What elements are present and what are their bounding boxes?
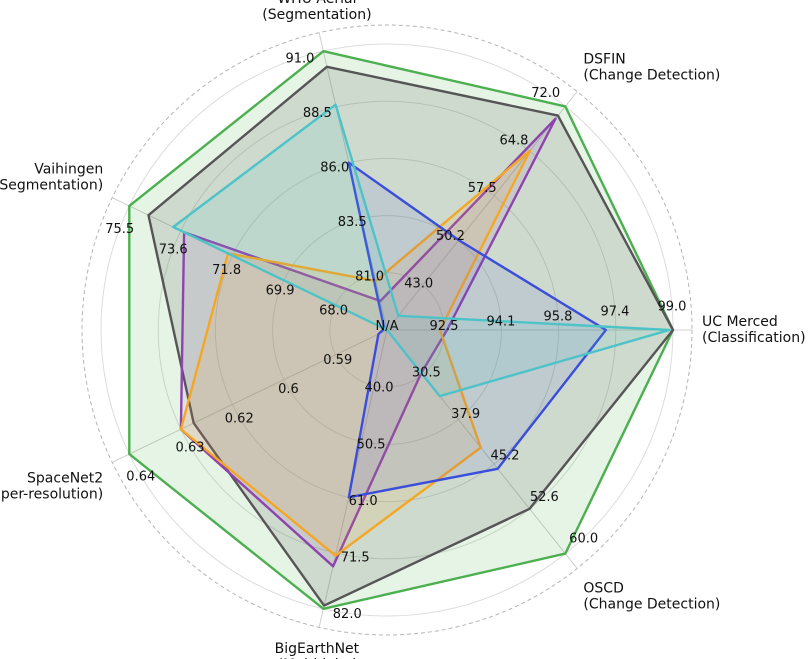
tick-label: 45.2 <box>491 449 520 464</box>
axis-label-line: Vaihingen <box>34 161 103 177</box>
series-polygon <box>347 161 608 499</box>
axis-label: WHU Aerial(Segmentation) <box>262 0 371 23</box>
axis-label-line: (Super-resolution) <box>0 487 103 503</box>
axis-label-line: (Classification) <box>702 330 806 346</box>
axis-label-line: OSCD <box>583 580 623 596</box>
tick-label: 95.8 <box>544 309 573 324</box>
tick-label: 86.0 <box>320 161 349 176</box>
tick-label: 0.59 <box>323 353 352 368</box>
tick-label: 0.6 <box>278 382 299 397</box>
center-label: N/A <box>376 319 399 334</box>
tick-label: 43.0 <box>404 276 433 291</box>
tick-label: 68.0 <box>319 304 348 319</box>
axis-spoke <box>386 91 578 331</box>
tick-label: 88.5 <box>303 106 332 121</box>
tick-label: 40.0 <box>365 381 394 396</box>
series-polygon <box>147 65 675 607</box>
series-polygon <box>179 117 557 568</box>
tick-label: 64.8 <box>499 134 528 149</box>
tick-label: 50.2 <box>436 229 465 244</box>
tick-label: 73.6 <box>159 243 188 258</box>
series-polygon <box>171 103 671 398</box>
tick-label: 71.8 <box>212 263 241 278</box>
tick-label: 81.0 <box>355 270 384 285</box>
axis-label-line: UC Merced <box>702 314 778 330</box>
tick-label: 92.5 <box>430 319 459 334</box>
tick-label: 0.64 <box>126 470 155 485</box>
tick-label: 71.5 <box>341 551 370 566</box>
axis-label: BigEarthNet(Multi-labelCalssification) <box>268 641 366 659</box>
axis-label-line: (Segmentation) <box>262 7 371 23</box>
axis-label-line: (Change Detection) <box>583 68 720 84</box>
tick-label: 60.0 <box>569 532 598 547</box>
axis-label-line: (Multi-label <box>278 657 357 659</box>
tick-label: 83.5 <box>338 215 367 230</box>
tick-label: 52.6 <box>530 490 559 505</box>
tick-label: 37.9 <box>451 407 480 422</box>
tick-label: 0.62 <box>225 411 254 426</box>
tick-label: 94.1 <box>487 314 516 329</box>
tick-label: 0.63 <box>176 440 205 455</box>
tick-label: 99.0 <box>657 300 686 315</box>
tick-label: 57.5 <box>468 181 497 196</box>
axis-label-line: SpaceNet2 <box>27 471 103 487</box>
axis-label-line: BigEarthNet <box>275 641 360 657</box>
radar-series <box>128 50 675 610</box>
tick-label: 69.9 <box>266 283 295 298</box>
axis-label-line: DSFIN <box>583 52 625 68</box>
axis-label: DSFIN(Change Detection) <box>583 52 720 84</box>
tick-label: 91.0 <box>285 52 314 67</box>
axis-spoke <box>111 329 388 463</box>
axis-label: Vaihingen(Segmentation) <box>0 161 103 193</box>
tick-label: 97.4 <box>600 305 629 320</box>
series-polygon <box>179 149 532 557</box>
tick-label: 50.5 <box>357 437 386 452</box>
tick-label: 30.5 <box>412 366 441 381</box>
radar-tick-labels: 92.5 94.1 95.8 97.4 99.0 43.0 50.2 57.5 64.8 72.0… <box>105 52 686 623</box>
tick-label: 82.0 <box>333 607 362 622</box>
axis-label-line: (Segmentation) <box>0 177 103 193</box>
axis-label-line: (Change Detection) <box>583 596 720 612</box>
series-polygon <box>128 50 675 610</box>
axis-label: SpaceNet2(Super-resolution) <box>0 471 103 503</box>
axis-label-line: WHU Aerial <box>277 0 356 7</box>
tick-label: 72.0 <box>531 86 560 101</box>
axis-label: UC Merced(Classification) <box>702 314 806 346</box>
tick-label: 75.5 <box>105 222 134 237</box>
tick-label: 61.0 <box>349 494 378 509</box>
axis-label: OSCD(Change Detection) <box>583 580 720 612</box>
